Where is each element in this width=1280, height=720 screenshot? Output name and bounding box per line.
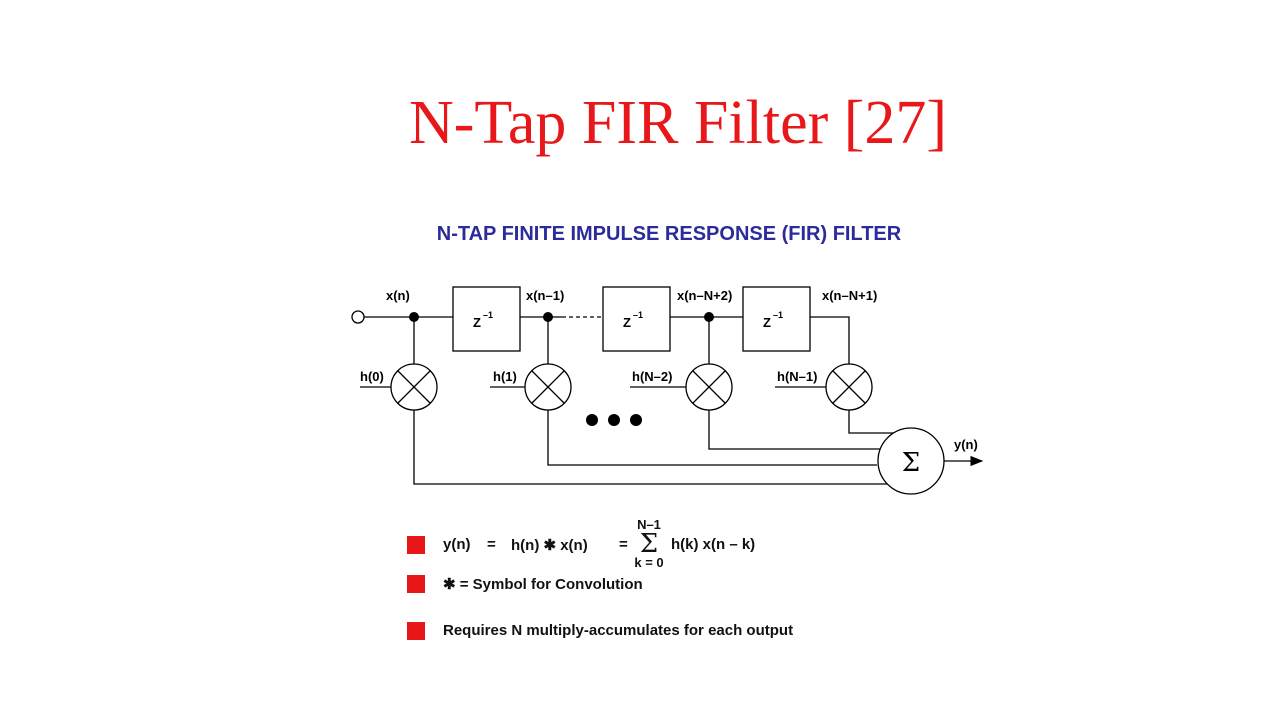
multiplier-2	[685, 363, 733, 411]
equation-equals: =	[487, 536, 496, 553]
coefficient-label: h(0)	[360, 369, 384, 384]
equation-lhs: y(n)	[443, 536, 471, 553]
bullet-marker	[407, 536, 425, 554]
signal-label: x(n)	[386, 288, 410, 303]
junction-dot	[409, 312, 419, 322]
coefficient-label: h(N–1)	[777, 369, 817, 384]
wire-mult2-sum	[708, 410, 886, 450]
delay-block-2: Z –1	[602, 286, 671, 352]
svg-text:Z: Z	[623, 315, 631, 330]
multiplier-1	[524, 363, 572, 411]
bullet-marker	[407, 622, 425, 640]
input-terminal	[351, 310, 365, 324]
output-label: y(n)	[954, 437, 978, 452]
ellipsis-dots	[586, 414, 642, 426]
wire-delay3-out	[810, 316, 850, 364]
wire-mult0-sum	[413, 410, 893, 485]
svg-text:Z: Z	[473, 315, 481, 330]
delay-block-3: Z –1	[742, 286, 811, 352]
junction-dot	[543, 312, 553, 322]
svg-text:Z: Z	[763, 315, 771, 330]
bullet-convolution: ✱ = Symbol for Convolution	[407, 575, 727, 597]
equation-equals: =	[619, 536, 628, 553]
signal-label: x(n–N+2)	[677, 288, 732, 303]
svg-text:–1: –1	[773, 310, 783, 320]
svg-text:Σ: Σ	[902, 448, 920, 478]
wire-mult1-sum	[547, 410, 877, 466]
slide-title: N-Tap FIR Filter [27]	[408, 89, 948, 157]
diagram-heading: N-TAP FINITE IMPULSE RESPONSE (FIR) FILT…	[436, 223, 902, 245]
bullet-marker	[407, 575, 425, 593]
junction-dot	[704, 312, 714, 322]
convolution-note: ✱ = Symbol for Convolution	[443, 576, 643, 593]
coefficient-label: h(N–2)	[632, 369, 672, 384]
signal-label: x(n–N+1)	[822, 288, 877, 303]
summer-node: Σ	[877, 427, 945, 495]
bullet-requirement: Requires N multiply-accumulates for each…	[407, 622, 867, 644]
equation-term: h(k) x(n – k)	[671, 536, 756, 553]
multiplier-0	[390, 363, 438, 411]
delay-block-1: Z –1	[452, 286, 521, 352]
svg-text:–1: –1	[633, 310, 643, 320]
equation-convolution: h(n) ✱ x(n)	[511, 537, 588, 554]
bullet-equation: y(n) = h(n) ✱ x(n) = N–1 Σ k = 0 h(k) x(…	[407, 518, 827, 576]
multiplier-3	[825, 363, 873, 411]
signal-label: x(n–1)	[526, 288, 564, 303]
wire-mult3-sum	[848, 410, 900, 434]
requirement-note: Requires N multiply-accumulates for each…	[443, 622, 794, 639]
summation-symbol: N–1 Σ k = 0	[634, 517, 664, 570]
coefficient-label: h(1)	[493, 369, 517, 384]
svg-text:–1: –1	[483, 310, 493, 320]
